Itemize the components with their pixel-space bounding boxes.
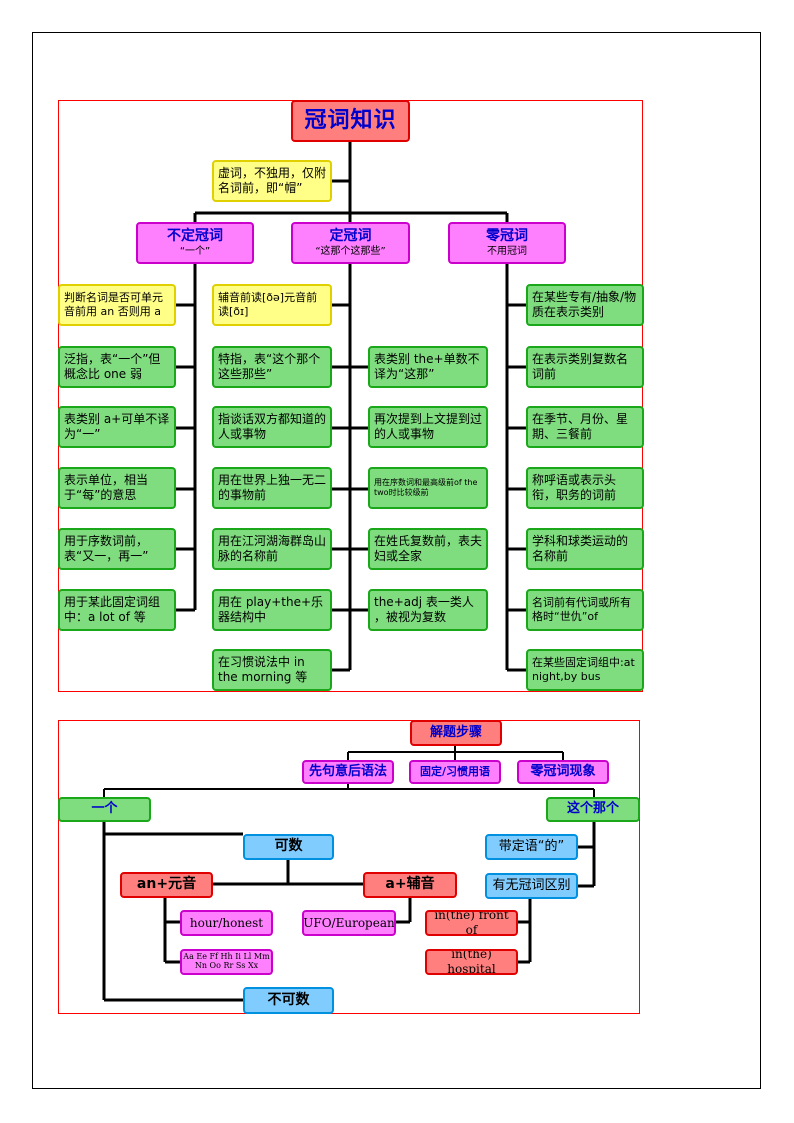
step-meaning-then-grammar: 先句意后语法 <box>302 760 394 784</box>
zero-article-rule: 在某些固定词组中:at night,by bus <box>526 649 644 691</box>
article-knowledge-title: 冠词知识 <box>291 100 410 142</box>
this-that-head: 这个那个 <box>546 797 640 822</box>
definite-rule: 用在世界上独一无二的事物前 <box>212 467 332 509</box>
definite-rule: 在姓氏复数前，表夫妇或全家 <box>368 528 488 570</box>
countable-box: 可数 <box>243 834 334 860</box>
definite-rule: 特指，表“这个那个这些那些” <box>212 346 332 388</box>
zero-article-rule: 在某些专有/抽象/物质在表示类别 <box>526 284 644 326</box>
one-head: 一个 <box>58 797 151 822</box>
definite-rule: 在习惯说法中 in the morning 等 <box>212 649 332 691</box>
definite-article-header: 定冠词 “这那个这那些” <box>291 222 410 264</box>
definite-rule: 用在序数词和最高级前of the two时比较级前 <box>368 467 488 509</box>
step-zero-article: 零冠词现象 <box>517 760 609 784</box>
page-frame <box>32 32 761 1089</box>
in-front-of-example: in(the) front of <box>425 910 518 936</box>
definite-rule: the+adj 表一类人 ，被视为复数 <box>368 589 488 631</box>
zero-article-rule: 在表示类别复数名词前 <box>526 346 644 388</box>
definite-rule: 用在 play+the+乐器结构中 <box>212 589 332 631</box>
step-fixed-expressions: 固定/习惯用语 <box>409 760 501 784</box>
solving-steps-panel <box>58 720 640 1014</box>
indefinite-rule: 用于某此固定词组中：a lot of 等 <box>58 589 176 631</box>
a-consonant-box: a+辅音 <box>363 872 457 898</box>
article-difference-box: 有无冠词区别 <box>485 873 578 899</box>
indefinite-rule: 表示单位，相当于“每”的意思 <box>58 467 176 509</box>
zero-article-rule: 学科和球类运动的名称前 <box>526 528 644 570</box>
indefinite-rule: 用于序数词前，表“又一，再一” <box>58 528 176 570</box>
vowel-letters-example: Aa Ee Ff Hh Ii Ll Mm Nn Oo Rr Ss Xx <box>180 949 273 975</box>
indefinite-article-header: 不定冠词 “一个” <box>136 222 254 264</box>
definite-pronunciation-note: 辅音前读[ðə]元音前读[ðɪ] <box>212 284 332 326</box>
indefinite-rule: 泛指，表“一个”但概念比 one 弱 <box>58 346 176 388</box>
in-hospital-example: in(the) hospital <box>425 949 518 975</box>
definite-rule: 指谈话双方都知道的人或事物 <box>212 406 332 448</box>
definite-rule: 用在江河湖海群岛山脉的名称前 <box>212 528 332 570</box>
an-vowel-box: an+元音 <box>120 872 213 898</box>
zero-article-rule: 在季节、月份、星期、三餐前 <box>526 406 644 448</box>
definite-rule: 表类别 the+单数不译为“这那” <box>368 346 488 388</box>
zero-article-rule: 称呼语或表示头衔，职务的词前 <box>526 467 644 509</box>
indefinite-note: 判断名词是否可单元音前用 an 否则用 a <box>58 284 176 326</box>
uncountable-box: 不可数 <box>243 987 334 1014</box>
definite-rule: 再次提到上文提到过的人或事物 <box>368 406 488 448</box>
ufo-european-example: UFO/European <box>302 910 396 936</box>
function-word-note: 虚词，不独用，仅附名词前，即“帽” <box>212 160 332 202</box>
zero-article-rule: 名词前有代词或所有格时“世仇”of <box>526 589 644 631</box>
hour-honest-example: hour/honest <box>180 910 273 936</box>
zero-article-header: 零冠词 不用冠词 <box>448 222 566 264</box>
indefinite-rule: 表类别 a+可单不译为“一” <box>58 406 176 448</box>
solving-steps-title: 解题步骤 <box>410 720 502 746</box>
attributive-de-box: 带定语“的” <box>485 834 578 860</box>
